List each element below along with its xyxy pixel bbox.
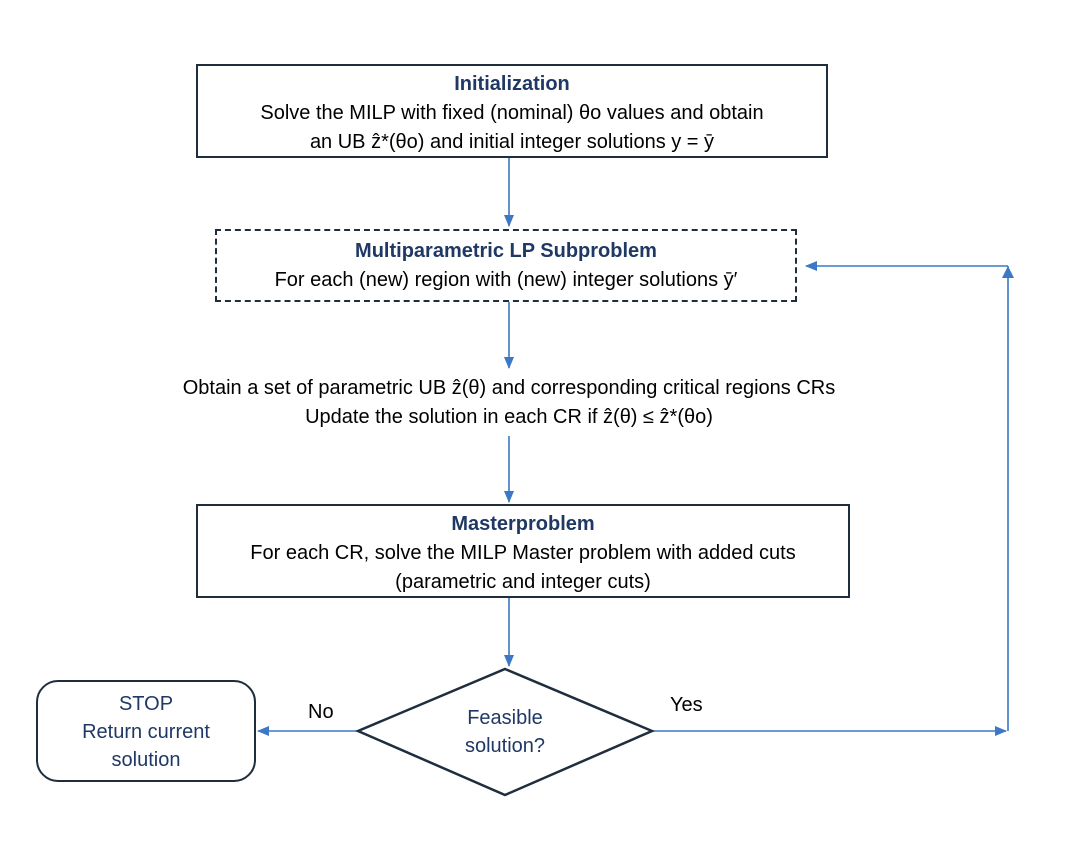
- masterproblem-line2: (parametric and integer cuts): [395, 571, 651, 593]
- decision-text: Feasible solution?: [420, 704, 590, 760]
- obtain-text-block: Obtain a set of parametric UB ẑ(θ) and c…: [100, 374, 918, 432]
- mplp-line1: For each (new) region with (new) integer…: [274, 269, 738, 291]
- initialization-title: Initialization: [454, 73, 570, 95]
- stop-box: STOP Return current solution: [36, 680, 256, 782]
- obtain-line1: Obtain a set of parametric UB ẑ(θ) and c…: [182, 377, 836, 399]
- stop-line1: STOP: [118, 693, 174, 715]
- edge-label-yes: Yes: [670, 694, 703, 716]
- stop-line3: solution: [111, 749, 181, 771]
- stop-line2: Return current: [82, 721, 210, 743]
- masterproblem-line1: For each CR, solve the MILP Master probl…: [250, 542, 796, 564]
- decision-line2: solution?: [464, 735, 546, 757]
- mplp-title: Multiparametric LP Subproblem: [355, 240, 657, 262]
- masterproblem-title: Masterproblem: [451, 513, 595, 535]
- arrowhead-loop-up: [1002, 266, 1014, 278]
- masterproblem-box: Masterproblem For each CR, solve the MIL…: [196, 504, 850, 598]
- initialization-box: Initialization Solve the MILP with fixed…: [196, 64, 828, 158]
- obtain-line2: Update the solution in each CR if ẑ(θ) ≤…: [305, 406, 713, 428]
- decision-diamond: [354, 667, 656, 797]
- initialization-line2: an UB ẑ*(θo) and initial integer solutio…: [309, 131, 715, 153]
- edge-label-no: No: [308, 701, 334, 723]
- mplp-subproblem-box: Multiparametric LP Subproblem For each (…: [215, 229, 797, 302]
- initialization-line1: Solve the MILP with fixed (nominal) θo v…: [260, 102, 764, 124]
- decision-line1: Feasible: [467, 707, 543, 729]
